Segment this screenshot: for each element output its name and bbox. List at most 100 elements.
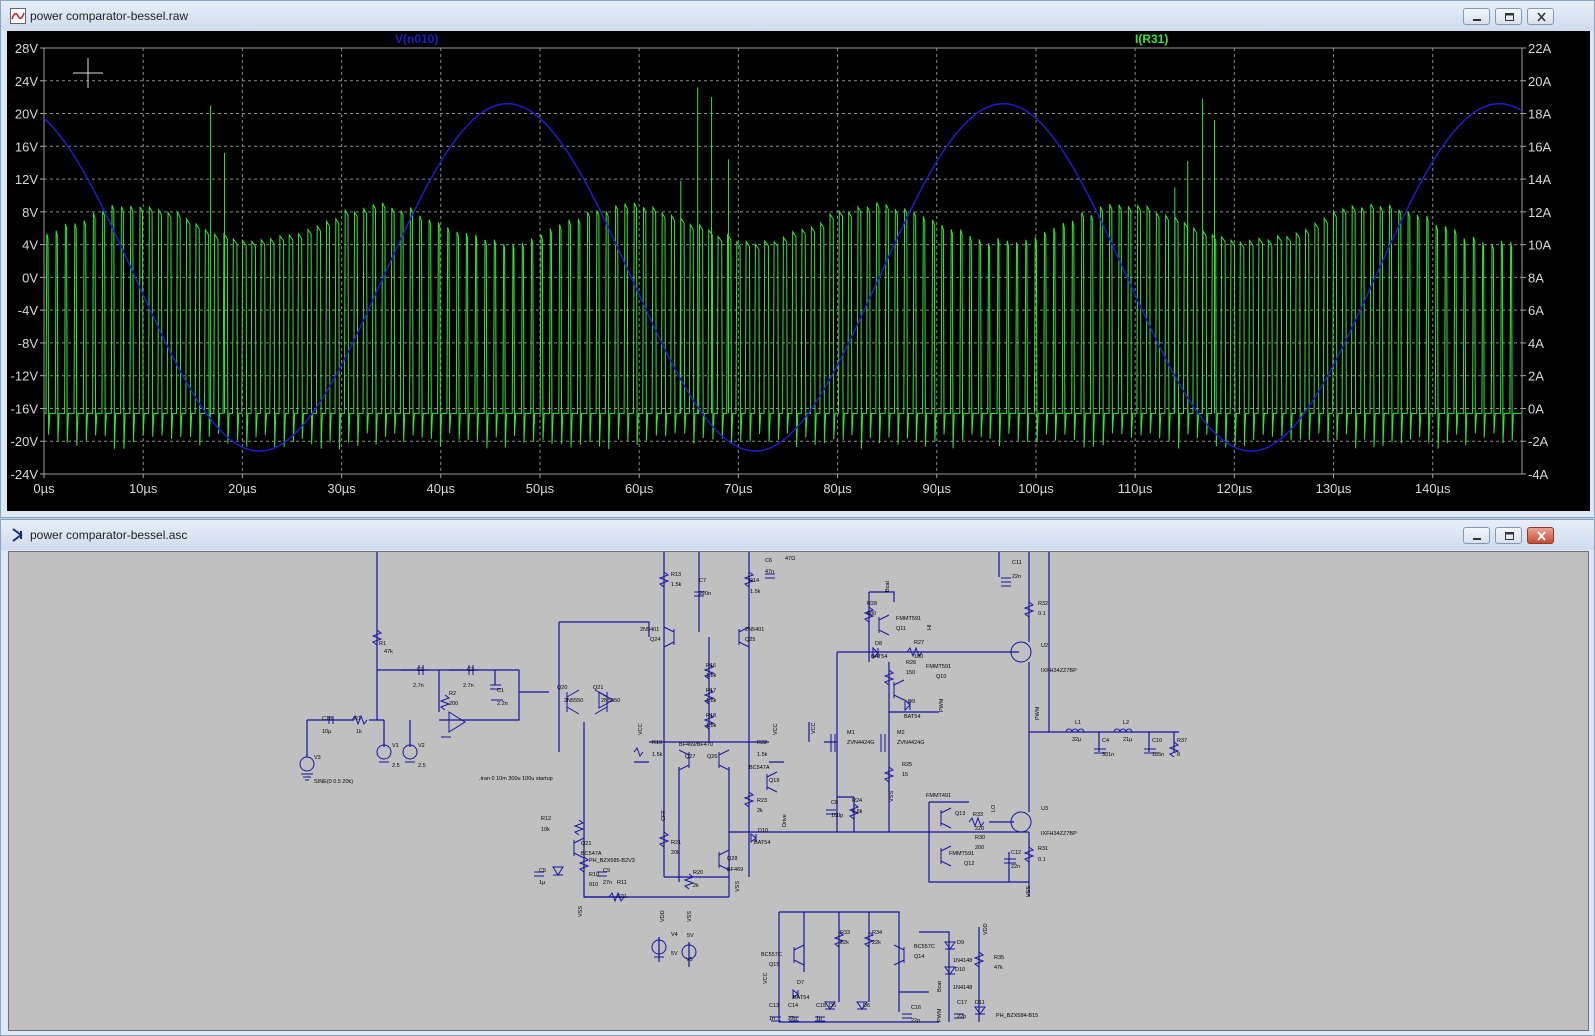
component-label[interactable]: 22k	[840, 940, 849, 946]
component-label[interactable]: D7	[797, 980, 804, 986]
component-label[interactable]: VSS	[735, 881, 741, 892]
component-label[interactable]: C17	[957, 1000, 967, 1006]
component-label[interactable]: 47k	[994, 965, 1003, 971]
component-label[interactable]: 100p	[831, 813, 843, 819]
component-label[interactable]: 910	[589, 882, 598, 888]
spice-directive[interactable]: .tran 0 10m 300u 100u startup	[479, 776, 553, 782]
component-label[interactable]: 200	[449, 701, 458, 707]
component-label[interactable]: HI	[927, 624, 933, 630]
component-label[interactable]: PWM	[1035, 706, 1041, 720]
component-label[interactable]: Bcat	[885, 581, 891, 592]
component-label[interactable]: R11	[617, 880, 627, 886]
component-label[interactable]: BAT54	[793, 995, 809, 1001]
component-label[interactable]: R33	[840, 930, 850, 936]
component-label[interactable]: Q15	[769, 962, 779, 968]
component-label[interactable]: VDD	[983, 923, 989, 935]
component-label[interactable]: C5	[539, 868, 546, 874]
component-label[interactable]: 2.5	[392, 763, 400, 769]
component-label[interactable]: D10	[955, 967, 965, 973]
component-label[interactable]: C16	[911, 1005, 921, 1011]
component-label[interactable]: PWM	[939, 698, 945, 712]
component-label[interactable]: 200	[975, 845, 984, 851]
component-label[interactable]: V4	[671, 932, 678, 938]
component-label[interactable]: R34	[872, 930, 882, 936]
component-label[interactable]: 2.5	[418, 763, 426, 769]
component-label[interactable]: 1.5k	[652, 752, 663, 758]
component-label[interactable]: Q21	[581, 841, 591, 847]
component-label[interactable]: 470	[617, 894, 626, 900]
component-label[interactable]: Q10	[936, 674, 946, 680]
component-label[interactable]: 100	[914, 654, 923, 660]
component-label[interactable]: R2	[449, 691, 456, 697]
component-label[interactable]: 1.8k	[706, 723, 717, 729]
component-label[interactable]: R14	[749, 578, 759, 584]
component-label[interactable]: 2k	[693, 883, 699, 889]
component-label[interactable]: 15	[902, 772, 908, 778]
component-label[interactable]: FMMT591	[949, 851, 974, 857]
component-label[interactable]: V2	[418, 743, 425, 749]
component-label[interactable]: FMMT491	[926, 793, 951, 799]
component-label[interactable]: R28	[867, 601, 877, 607]
component-label[interactable]: D8	[875, 641, 882, 647]
component-label[interactable]: Q27	[685, 754, 695, 760]
component-label[interactable]: VCC	[763, 972, 769, 984]
component-label[interactable]: 150	[906, 670, 915, 676]
component-label[interactable]: VCC	[638, 723, 644, 735]
component-label[interactable]: C14	[788, 1003, 798, 1009]
component-label[interactable]: D9	[957, 940, 964, 946]
component-label[interactable]: 1n	[769, 1016, 775, 1022]
component-label[interactable]: BF469/BF470	[679, 742, 713, 748]
component-label[interactable]: 2.7n	[463, 683, 474, 689]
component-label[interactable]: ZVN4424G	[897, 740, 925, 746]
component-label[interactable]: C3	[467, 667, 474, 673]
component-label[interactable]: VSS	[687, 911, 693, 922]
waveform-chart[interactable]: 28V24V20V16V12V8V4V0V-4V-8V-12V-16V-20V-…	[7, 31, 1590, 511]
component-label[interactable]: R19	[652, 740, 662, 746]
component-label[interactable]: R18	[706, 713, 716, 719]
schematic-titlebar[interactable]: power comparator-bessel.asc	[1, 520, 1594, 550]
component-label[interactable]: Q26	[707, 754, 717, 760]
component-label[interactable]: C2	[417, 667, 424, 673]
component-label[interactable]: 185n	[1152, 752, 1164, 758]
component-label[interactable]: 331n	[1102, 752, 1114, 758]
component-label[interactable]: V3	[314, 755, 321, 761]
component-label[interactable]: VDD	[660, 910, 666, 922]
component-label[interactable]: 22p	[911, 1018, 920, 1024]
component-label[interactable]: U2	[1041, 643, 1048, 649]
component-label[interactable]: C13	[769, 1003, 779, 1009]
component-label[interactable]: Drive	[782, 814, 788, 827]
component-label[interactable]: 22k	[872, 940, 881, 946]
component-label[interactable]: 1.5k	[750, 589, 761, 595]
component-label[interactable]: FMMT591	[926, 664, 951, 670]
component-label[interactable]: C8	[831, 800, 838, 806]
component-label[interactable]: BAT54	[754, 840, 770, 846]
component-label[interactable]: Q25	[745, 637, 755, 643]
schematic-maximize-button[interactable]	[1495, 527, 1522, 544]
component-label[interactable]: R12	[541, 816, 551, 822]
component-label[interactable]: 2N5401	[745, 627, 764, 633]
component-label[interactable]: R20	[693, 870, 703, 876]
component-label[interactable]: C12	[1011, 850, 1021, 856]
component-label[interactable]: 220n	[699, 591, 711, 597]
component-label[interactable]: R21	[671, 840, 681, 846]
component-label[interactable]: V5	[686, 957, 693, 963]
component-label[interactable]: C6	[765, 558, 772, 564]
waveform-titlebar[interactable]: power comparator-bessel.raw	[1, 1, 1594, 31]
component-label[interactable]: R1	[379, 641, 386, 647]
component-label[interactable]: R1	[354, 716, 361, 722]
component-label[interactable]: Bcat	[937, 981, 943, 992]
component-label[interactable]: 680	[867, 611, 876, 617]
component-label[interactable]: 10k	[541, 827, 550, 833]
component-label[interactable]: 6.8k	[852, 809, 863, 815]
component-label[interactable]: 47n	[765, 569, 774, 575]
component-label[interactable]: IXFH34ZZ7BP	[1041, 668, 1077, 674]
component-label[interactable]: R26	[906, 660, 916, 666]
component-label[interactable]: 21µ	[1123, 737, 1133, 743]
component-label[interactable]: R16	[706, 663, 716, 669]
component-label[interactable]: R31	[1038, 846, 1048, 852]
component-label[interactable]: 1p	[816, 1016, 822, 1022]
component-label[interactable]: R37	[1177, 738, 1187, 744]
maximize-button[interactable]	[1495, 8, 1522, 25]
component-label[interactable]: 5V	[671, 951, 678, 957]
